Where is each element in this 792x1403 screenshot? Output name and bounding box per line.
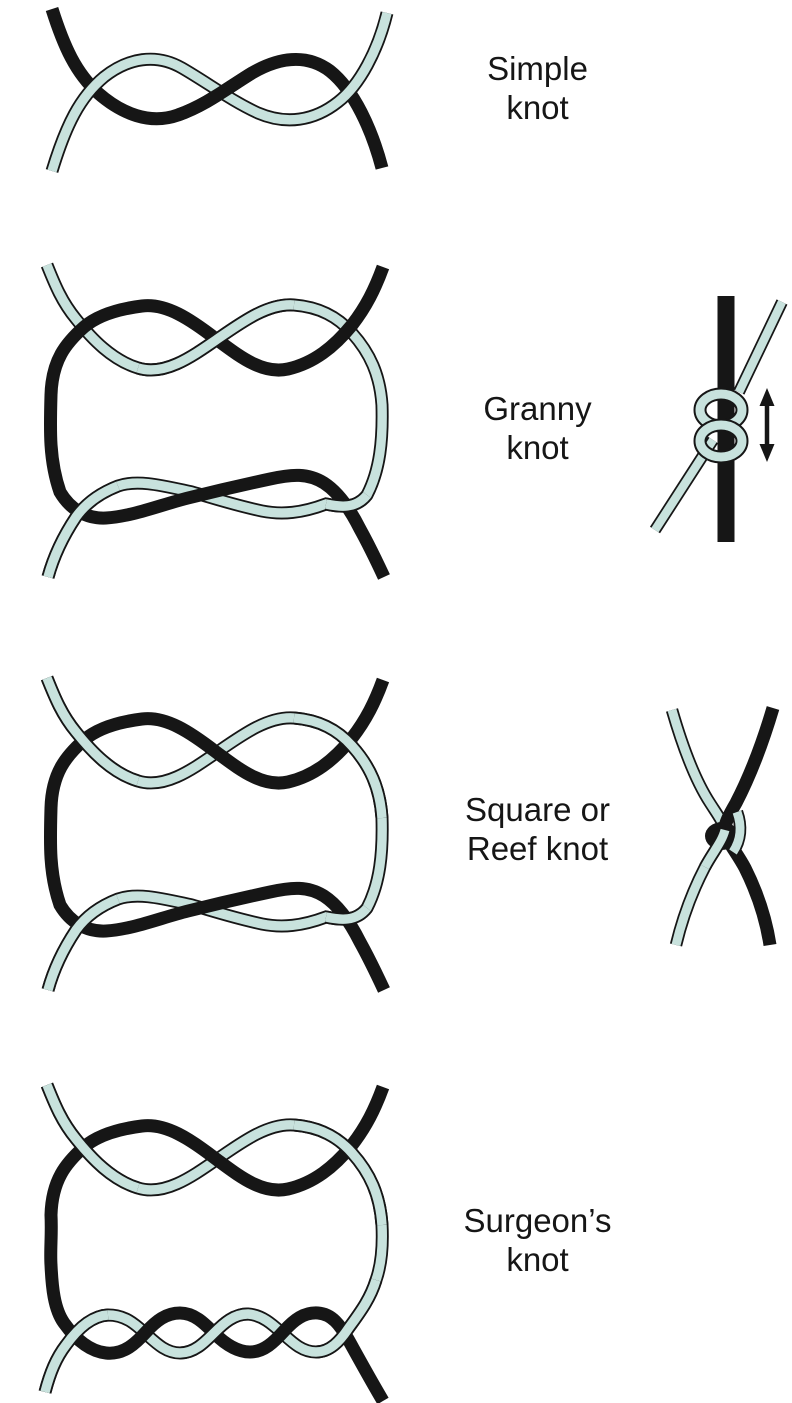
granny-knot-illustration	[40, 262, 390, 580]
light-rope-over-crossings	[40, 675, 389, 992]
label-line: Simple	[487, 50, 588, 87]
label-line: knot	[506, 428, 569, 466]
label-granny-knot: Granny knot	[440, 390, 635, 467]
light-rope-over-crossings	[41, 298, 373, 579]
up-down-arrow-icon	[759, 388, 775, 462]
label-line: Square or	[465, 791, 610, 828]
label-line: knot	[506, 88, 569, 126]
light-rope	[40, 675, 389, 992]
label-line: Granny	[483, 390, 592, 427]
black-rope	[44, 1084, 390, 1403]
simple-knot-illustration	[45, 7, 394, 173]
label-line: knot	[506, 1240, 569, 1278]
black-rope	[43, 677, 390, 993]
square-knot-illustration	[40, 675, 390, 993]
label-simple-knot: Simple knot	[440, 50, 635, 127]
label-surgeons-knot: Surgeon’s knot	[440, 1202, 635, 1279]
light-rope-over-crossings	[38, 1082, 389, 1394]
light-rope-loops	[693, 387, 749, 464]
square-knot-tight-illustration	[665, 706, 780, 947]
granny-knot-slipping-illustration	[649, 296, 788, 542]
label-line: Surgeon’s	[463, 1202, 612, 1239]
light-rope-wrap	[699, 809, 747, 871]
black-rope	[43, 264, 390, 580]
surgeons-knot-illustration	[38, 1082, 390, 1403]
label-square-knot: Square or Reef knot	[440, 791, 635, 868]
black-rope-over-crossing	[175, 67, 256, 122]
label-line: Reef knot	[466, 829, 609, 867]
